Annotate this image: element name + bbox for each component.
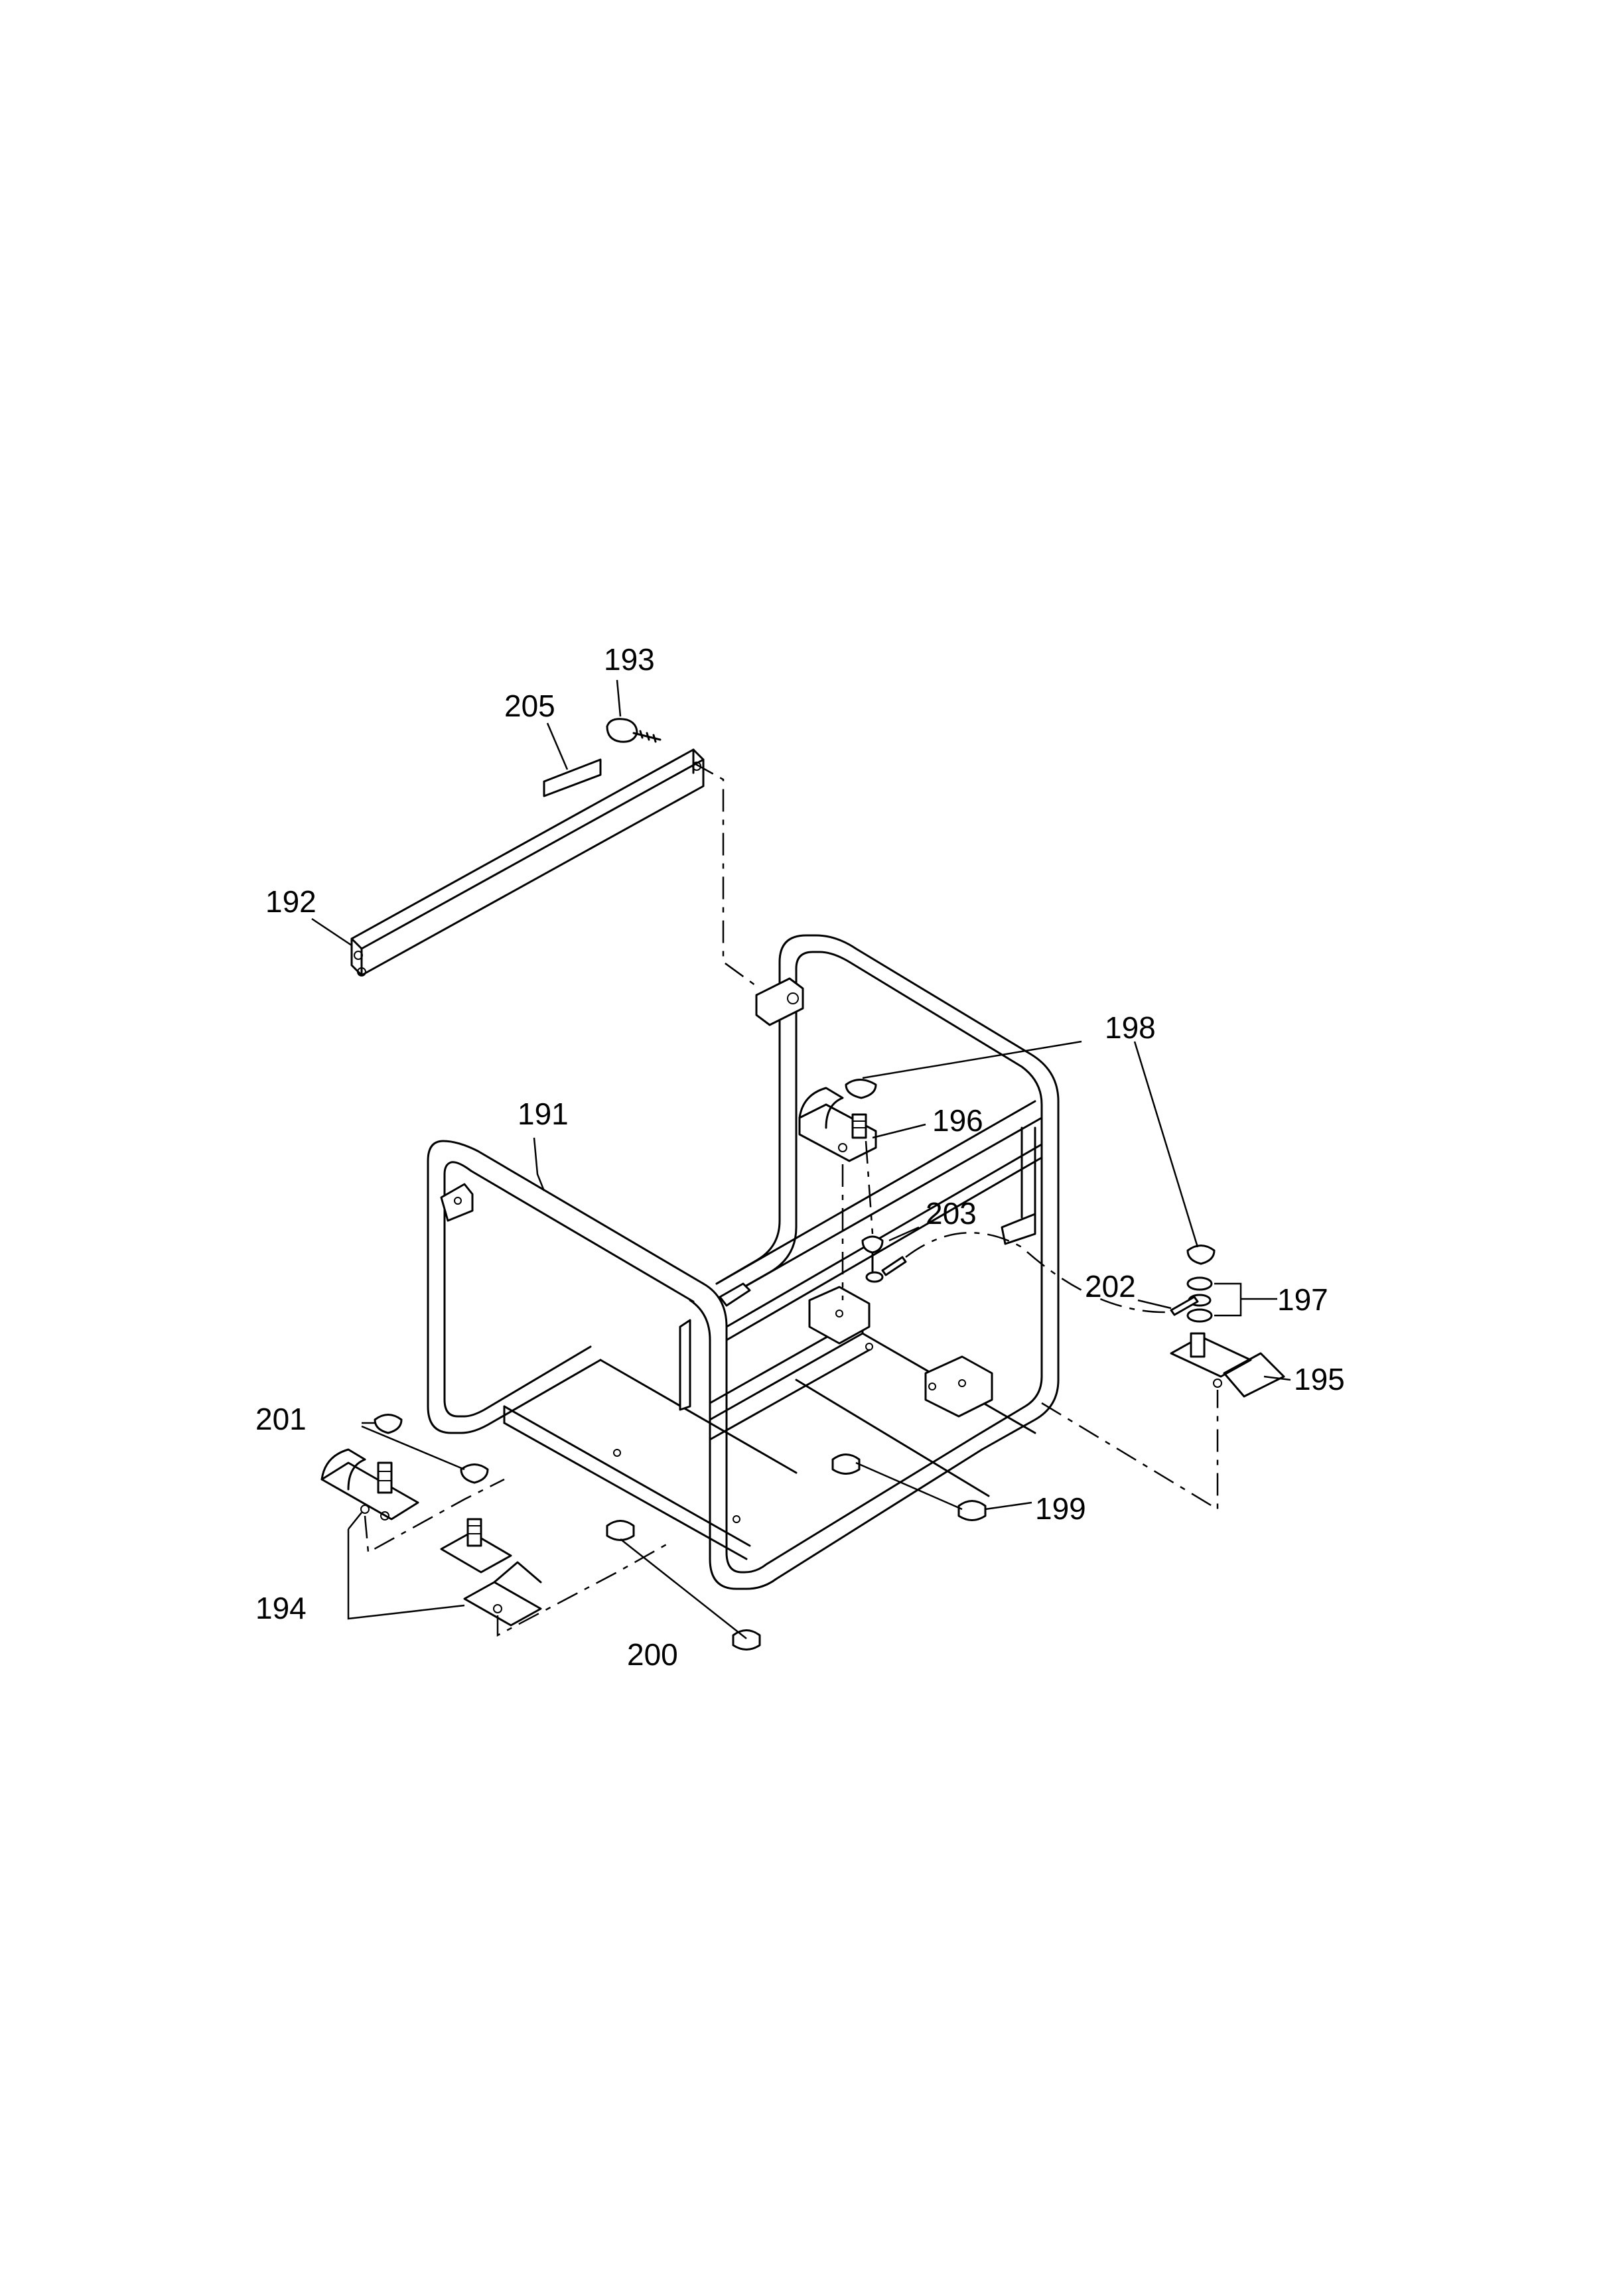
feet bbox=[606, 1453, 987, 1651]
callout-200: 200 bbox=[627, 1637, 678, 1672]
pin-202 bbox=[1170, 1296, 1199, 1316]
top-rail bbox=[350, 748, 705, 977]
mount-195 bbox=[1170, 1332, 1285, 1398]
mount-196 bbox=[798, 1079, 877, 1162]
callouts: 193 205 192 191 198 196 203 202 197 195 … bbox=[255, 642, 1345, 1672]
leader-lines bbox=[311, 679, 1291, 1639]
callout-201: 201 bbox=[255, 1402, 307, 1436]
bolt-203 bbox=[861, 1235, 907, 1283]
callout-192: 192 bbox=[265, 884, 316, 919]
callout-193: 193 bbox=[604, 642, 655, 677]
callout-203: 203 bbox=[926, 1196, 977, 1231]
label-plate-205 bbox=[543, 758, 602, 797]
callout-191: 191 bbox=[518, 1097, 569, 1131]
bolt-193 bbox=[606, 718, 662, 743]
assembly-lines bbox=[364, 762, 1219, 1637]
mount-201 bbox=[320, 1414, 489, 1520]
washers-197 bbox=[1186, 1245, 1216, 1323]
callout-195: 195 bbox=[1294, 1362, 1345, 1396]
mount-194 bbox=[440, 1518, 542, 1627]
callout-202: 202 bbox=[1085, 1269, 1136, 1304]
callout-199: 199 bbox=[1035, 1491, 1086, 1526]
callout-194: 194 bbox=[255, 1591, 307, 1625]
callout-196: 196 bbox=[932, 1103, 983, 1138]
callout-197: 197 bbox=[1277, 1282, 1328, 1317]
callout-198: 198 bbox=[1105, 1010, 1156, 1045]
callout-205: 205 bbox=[504, 689, 555, 723]
tube-frame bbox=[427, 934, 1060, 1590]
